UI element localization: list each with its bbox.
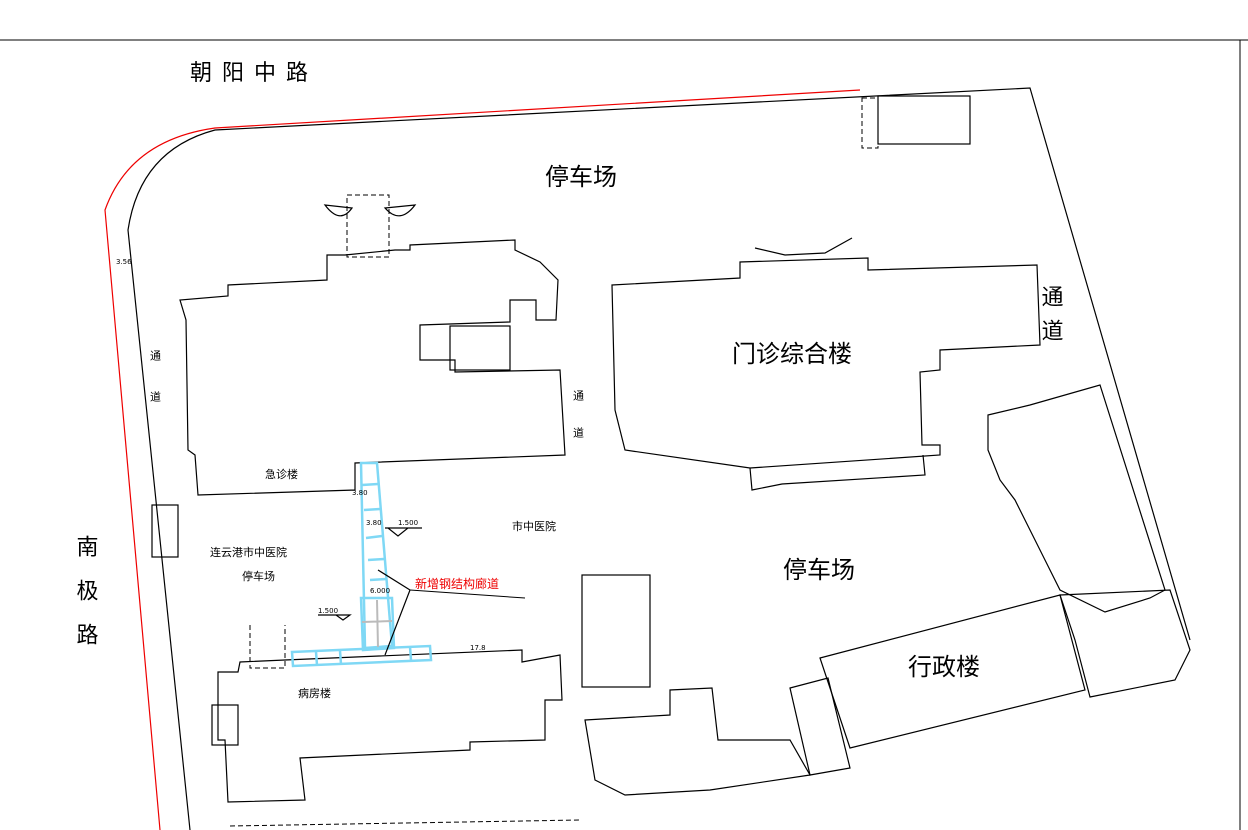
parking-center-label: 停车场 [783, 556, 855, 584]
small-building [581, 574, 651, 688]
gatehouse-canopy [861, 97, 879, 149]
elevation-1: 1.500 [398, 519, 418, 527]
road-north-label: 朝阳中路 [190, 61, 318, 86]
admin-link [789, 677, 851, 776]
hospital-label: 市中医院 [512, 519, 556, 533]
lyg-hospital-label: 连云港市中医院 [210, 545, 287, 559]
elevation-4: 3.80 [366, 519, 382, 527]
svg-text:通道: 通道 [149, 350, 162, 432]
entrance-ramps [323, 204, 417, 217]
admin-building [819, 594, 1086, 749]
outpatient-canopy [754, 237, 853, 256]
emergency-canopy [346, 194, 390, 258]
svg-text:通道: 通道 [1038, 285, 1064, 353]
elevation-5: 3.80 [352, 489, 368, 497]
leader-lines [377, 569, 411, 656]
road-west-label: 南极路 [73, 535, 99, 667]
property-line [104, 89, 861, 830]
emergency-annex [449, 325, 511, 371]
admin-label: 行政楼 [908, 653, 980, 681]
outpatient-building [611, 257, 1041, 469]
ward-label: 病房楼 [298, 686, 331, 700]
outpatient-base [749, 454, 926, 491]
elevation-symbol [318, 614, 352, 621]
west-kiosk [151, 504, 179, 558]
passage-label-west: 通道 [149, 350, 162, 432]
east-annex [1059, 589, 1191, 698]
south-dashed [229, 819, 581, 827]
elevation-3: 1.500 [318, 607, 338, 615]
elevation-symbol [385, 527, 422, 537]
elevation-6: 17.8 [470, 644, 486, 652]
steel-corridor [290, 461, 433, 668]
emergency-building [179, 239, 566, 496]
outpatient-label: 门诊综合楼 [732, 340, 852, 368]
emergency-label: 急诊楼 [265, 467, 298, 481]
passage-label-mid: 通道 [572, 390, 585, 464]
parking-north-label: 停车场 [545, 163, 617, 191]
elevation-2: 6.000 [370, 587, 390, 595]
passage-label-east: 通道 [1038, 285, 1064, 353]
gatehouse [877, 95, 971, 145]
site-boundary [127, 87, 1191, 830]
ward-annex [211, 704, 239, 746]
elevation-road: 3.56 [116, 258, 132, 266]
corridor-annotation: 新增钢结构廊道 [415, 576, 499, 591]
east-building [987, 384, 1166, 613]
svg-text:南极路: 南极路 [73, 535, 99, 667]
south-building [584, 687, 811, 796]
ward-canopy [249, 625, 286, 669]
lyg-parking-label: 停车场 [242, 569, 275, 583]
ward-building [217, 649, 563, 803]
svg-text:通道: 通道 [572, 390, 585, 464]
